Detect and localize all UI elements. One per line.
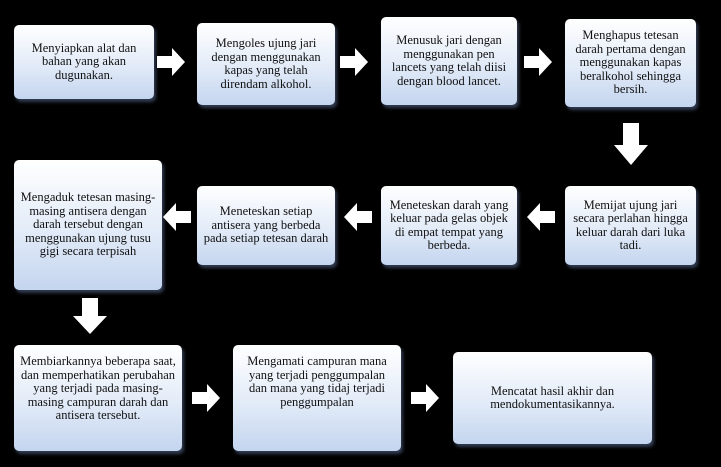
arrow-right-icon bbox=[192, 384, 220, 412]
step-1-text: Menyiapkan alat dan bahan yang akan dugu… bbox=[31, 40, 137, 82]
step-11-box: Mencatat hasil akhir dan mendokumentasik… bbox=[453, 352, 652, 444]
step-5-box: Memijat ujung jari secara perlahan hingg… bbox=[565, 186, 696, 265]
arrow-down-icon bbox=[73, 298, 107, 334]
arrow-left-icon bbox=[527, 203, 555, 231]
step-5-text: Memijat ujung jari secara perlahan hingg… bbox=[573, 197, 688, 252]
arrow-left-icon bbox=[163, 203, 191, 231]
step-2-text: Mengoles ujung jari dengan menggunakan k… bbox=[211, 36, 321, 91]
step-1-box: Menyiapkan alat dan bahan yang akan dugu… bbox=[14, 25, 154, 99]
step-10-text: Mengamati campuran mana yang terjadi pen… bbox=[247, 354, 387, 409]
step-6-text: Meneteskan darah yang keluar pada gelas … bbox=[389, 197, 509, 252]
step-7-text: Meneteskan setiap antisera yang berbeda … bbox=[203, 204, 329, 246]
arrow-down-icon bbox=[614, 123, 648, 165]
step-3-text: Menusuk jari dengan menggunakan pen lanc… bbox=[391, 33, 507, 88]
step-8-text: Mengaduk tetesan masing-masing antisera … bbox=[20, 190, 156, 259]
step-10-box: Mengamati campuran mana yang terjadi pen… bbox=[233, 345, 401, 451]
step-2-box: Mengoles ujung jari dengan menggunakan k… bbox=[197, 23, 335, 105]
step-4-text: Menghapus tetesan darah pertama dengan m… bbox=[575, 28, 686, 97]
step-6-box: Meneteskan darah yang keluar pada gelas … bbox=[381, 186, 517, 265]
arrow-right-icon bbox=[411, 384, 439, 412]
arrow-right-icon bbox=[157, 48, 185, 76]
arrow-right-icon bbox=[340, 48, 368, 76]
step-7-box: Meneteskan setiap antisera yang berbeda … bbox=[197, 186, 335, 265]
arrow-left-icon bbox=[344, 203, 372, 231]
step-3-box: Menusuk jari dengan menggunakan pen lanc… bbox=[381, 17, 517, 105]
step-8-box: Mengaduk tetesan masing-masing antisera … bbox=[14, 160, 162, 290]
step-11-text: Mencatat hasil akhir dan mendokumentasik… bbox=[490, 383, 615, 411]
step-4-box: Menghapus tetesan darah pertama dengan m… bbox=[565, 19, 696, 107]
step-9-text: Membiarkannya beberapa saat, dan memperh… bbox=[20, 354, 176, 422]
arrow-right-icon bbox=[524, 48, 552, 76]
step-9-box: Membiarkannya beberapa saat, dan memperh… bbox=[14, 345, 182, 451]
